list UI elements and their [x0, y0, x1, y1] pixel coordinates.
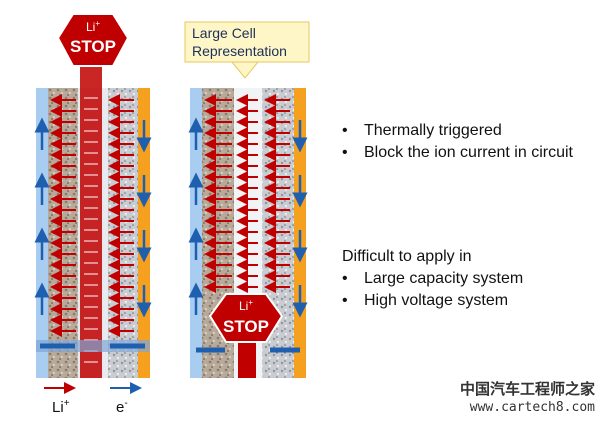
bullet-text: High voltage system [364, 292, 509, 309]
right-stop-li: Li [239, 299, 248, 313]
bullet-item: •Large capacity system [342, 268, 523, 290]
legend-li-sup: + [64, 398, 70, 409]
left-stop-sign: Li+ STOP [56, 13, 130, 67]
svg-text:Li+: Li+ [239, 298, 253, 313]
left-cell-ion-arrows [34, 94, 152, 337]
bullet-text: Thermally triggered [364, 122, 502, 139]
bottom-bullet-list: Difficult to apply in •Large capacity sy… [342, 246, 523, 312]
right-cell-ion-arrows [188, 94, 308, 318]
left-bottom-band [36, 340, 150, 352]
left-cell [34, 60, 152, 378]
top-bullet-list: •Thermally triggered •Block the ion curr… [342, 120, 573, 164]
callout-box: Large Cell Representation [184, 21, 310, 79]
bullet-text: Large capacity system [364, 270, 524, 287]
bullet-text: Block the ion current in circuit [364, 144, 573, 161]
watermark-line2: www.cartech8.com [469, 400, 595, 415]
right-stop-stem [238, 336, 256, 378]
left-stop-sup: + [95, 19, 100, 28]
bullet-item: •Block the ion current in circuit [342, 142, 573, 164]
callout-line1: Large Cell [192, 25, 256, 41]
svg-text:Li+: Li+ [52, 398, 70, 416]
svg-text:e-: e- [116, 398, 128, 416]
bullet-item: •High voltage system [342, 290, 523, 312]
bullet-item: •Thermally triggered [342, 120, 573, 142]
legend-li-label: Li [52, 399, 64, 416]
svg-text:Li+: Li+ [86, 19, 100, 34]
legend-e-label: e [116, 399, 124, 416]
right-stop-sign: Li+ STOP [208, 293, 284, 343]
difficult-title: Difficult to apply in [342, 248, 472, 265]
callout-line2: Representation [192, 43, 287, 59]
left-stop-text: STOP [70, 37, 116, 56]
legend: Li+ e- [44, 382, 142, 416]
right-stop-sup: + [248, 298, 253, 307]
left-stop-li: Li [86, 20, 95, 34]
watermark-line1: 中国汽车工程师之家 [459, 380, 595, 398]
legend-e-sup: - [124, 398, 127, 409]
right-stop-text: STOP [223, 317, 269, 336]
